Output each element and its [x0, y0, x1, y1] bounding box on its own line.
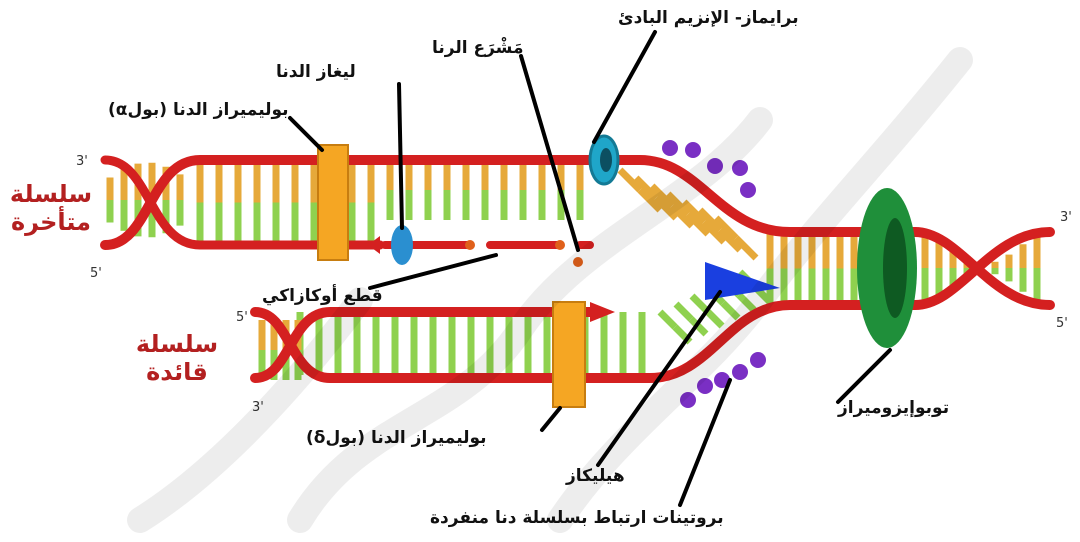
end-leading-bottom: 3' [252, 400, 264, 415]
leading-strand-label: سلسلة قائدة [132, 330, 222, 386]
ssb-protein [732, 364, 748, 380]
topoisomerase-hole [883, 218, 907, 318]
base-pair-half [723, 303, 738, 318]
pointer-line [370, 255, 496, 288]
okazaki-label: قطع أوكازاكي [262, 286, 383, 306]
lagging-strand-line2: متأخرة [6, 208, 96, 236]
leading-strand-line1: سلسلة [132, 330, 222, 358]
pointer-line [399, 84, 402, 228]
pointer-line [542, 408, 560, 430]
ssb-protein [740, 182, 756, 198]
end-lagging-top: 3' [76, 154, 88, 169]
lagging-strand-label: سلسلة متأخرة [6, 180, 96, 236]
ssb-protein [662, 140, 678, 156]
base-pair-half [660, 312, 675, 327]
topoisomerase-label: توبوإيزوميراز [838, 398, 949, 418]
ssb-protein [680, 392, 696, 408]
ssb-protein [707, 158, 723, 174]
rna-primer [555, 240, 565, 250]
pointer-line [290, 118, 322, 150]
pointer-line [594, 32, 655, 142]
helicase-label: هيليكاز [566, 466, 625, 486]
end-right-top: 3' [1060, 210, 1072, 225]
ssb-protein [732, 160, 748, 176]
leading-strand-line2: قائدة [132, 358, 222, 386]
ligase [391, 225, 413, 265]
ssb-protein [685, 142, 701, 158]
primase-hole [600, 148, 612, 172]
pol-delta-label: بوليميراز الدنا (بولδ) [306, 428, 487, 448]
pol-delta [553, 302, 585, 407]
ssb-label: بروتينات ارتباط بسلسلة دنا منفردة [430, 508, 724, 528]
lagging-parent-top-backbone [105, 160, 915, 245]
rna-primer [465, 240, 475, 250]
end-right-bottom: 5' [1056, 316, 1068, 331]
primase-label: برايماز- الإنزيم البادئ [618, 8, 799, 28]
base-pair-half [692, 296, 707, 311]
pointer-line [838, 350, 890, 402]
base-pair-half [676, 304, 691, 319]
rna-primer-label: مَشْرَع الرنا [432, 38, 523, 58]
rna-primer [573, 257, 583, 267]
pointer-line [521, 56, 578, 250]
end-lagging-bottom: 5' [90, 266, 102, 281]
lagging-strand-line1: سلسلة [6, 180, 96, 208]
pol-alpha-label: بوليميراز الدنا (بولα) [108, 100, 289, 120]
end-leading-top: 5' [236, 310, 248, 325]
ssb-protein [750, 352, 766, 368]
ssb-protein [697, 378, 713, 394]
pol-alpha [318, 145, 348, 260]
right-helix-backbone-b [915, 232, 1050, 305]
base-pair-half [707, 311, 722, 326]
ligase-label: ليغاز الدنا [276, 62, 356, 82]
base-pair-half [739, 295, 754, 310]
